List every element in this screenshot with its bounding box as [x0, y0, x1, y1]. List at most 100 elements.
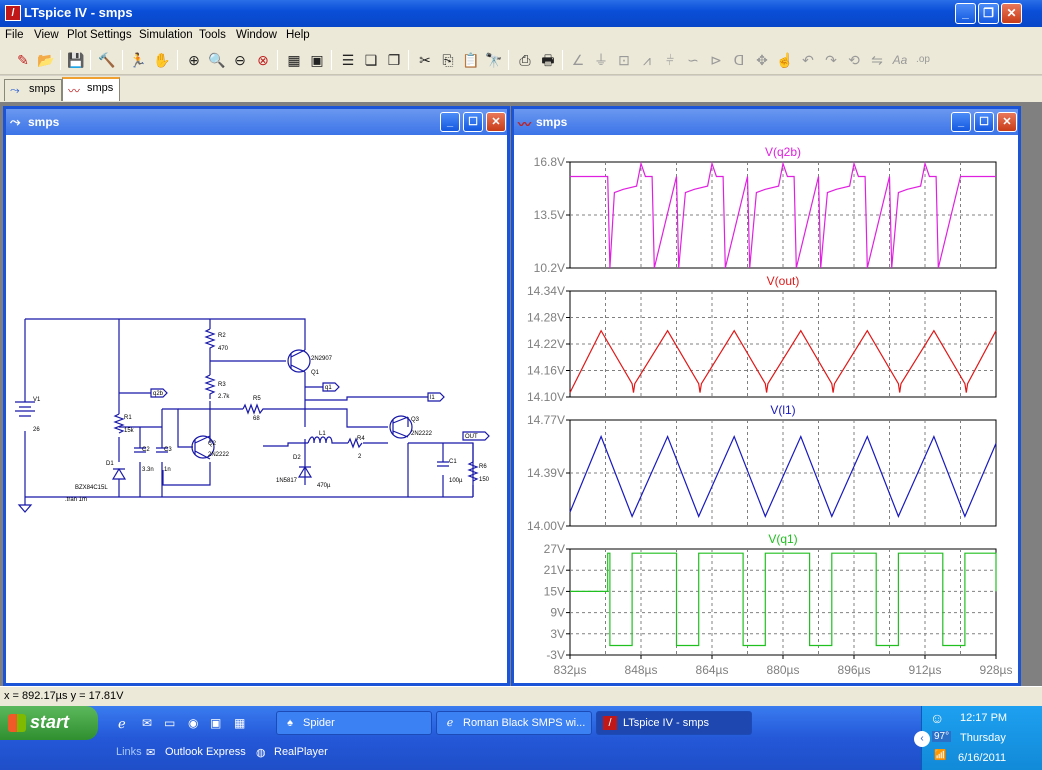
halt-icon[interactable]: ✋: [153, 52, 171, 68]
realplayer-link[interactable]: RealPlayer: [274, 746, 328, 758]
outlook-icon[interactable]: ✉: [142, 716, 153, 730]
ie-icon[interactable]: ℯ: [118, 716, 126, 731]
y-tick-label: 13.5V: [534, 208, 565, 222]
outlook-express-link[interactable]: Outlook Express: [165, 746, 246, 758]
tile-horizontal-icon[interactable]: ☰: [341, 52, 355, 68]
autorange-icon[interactable]: ▦: [287, 52, 301, 68]
clock-time[interactable]: 12:17 PM: [960, 712, 1008, 724]
tab-waveform[interactable]: 〰 smps: [62, 77, 121, 101]
redo-icon[interactable]: ↷: [825, 52, 837, 68]
media-icon[interactable]: ◉: [188, 716, 199, 730]
menu-window[interactable]: Window: [236, 29, 277, 41]
close-button[interactable]: ✕: [1001, 3, 1022, 24]
waveform-minimize-button[interactable]: _: [951, 112, 971, 132]
menu-plot-settings[interactable]: Plot Settings: [67, 29, 132, 41]
zoom-pan-icon[interactable]: 🔍: [208, 52, 226, 68]
outlook-express-icon[interactable]: ✉: [146, 747, 156, 759]
drag-icon[interactable]: ☝: [776, 52, 794, 68]
new-schematic-icon[interactable]: ✎: [17, 52, 29, 68]
schematic-canvas[interactable]: V1 26 R1 15k D1 BZX84C15L C2 3.3n C3 1n …: [6, 135, 507, 683]
cascade-icon[interactable]: ❏: [364, 52, 378, 68]
photo-icon[interactable]: ▣: [210, 716, 222, 730]
waveform-plot-area[interactable]: 16.8V13.5V10.2VV(q2b)14.34V14.28V14.22V1…: [514, 135, 1018, 683]
trace-vout[interactable]: [569, 329, 997, 393]
menu-simulation[interactable]: Simulation: [139, 29, 193, 41]
tab-schematic[interactable]: ⤳ smps: [4, 79, 63, 101]
ground-icon[interactable]: ⏚: [594, 52, 608, 68]
menu-tools[interactable]: Tools: [199, 29, 226, 41]
folder-icon[interactable]: ▭: [164, 716, 176, 730]
minimize-button[interactable]: _: [955, 3, 976, 24]
task-spider[interactable]: ♠ Spider: [276, 711, 432, 735]
grid-icon[interactable]: ▣: [310, 52, 324, 68]
open-folder-icon[interactable]: 📂: [37, 52, 55, 68]
restore-button[interactable]: ❐: [978, 3, 999, 24]
zoom-out-icon[interactable]: ⊖: [234, 52, 246, 68]
paste-icon[interactable]: 📋: [462, 52, 480, 68]
task-ltspice[interactable]: / LTspice IV - smps: [596, 711, 752, 735]
document-tabs: ⤳ smps 〰 smps: [0, 76, 1042, 102]
menu-file[interactable]: File: [5, 29, 24, 41]
tile-vertical-icon[interactable]: ❐: [387, 52, 401, 68]
trace-vq1[interactable]: [570, 552, 997, 647]
label-l1: L1: [319, 431, 326, 437]
x-tick-label: 912µs: [909, 663, 942, 677]
label-v1-value: 26: [33, 427, 40, 433]
inductor-icon[interactable]: ∽: [687, 52, 699, 68]
diode-icon[interactable]: ⊳: [710, 52, 722, 68]
paint-icon[interactable]: ▦: [234, 716, 246, 730]
label-d2-value: 1N5817: [276, 478, 298, 484]
undo-icon[interactable]: ↶: [802, 52, 814, 68]
label-c1-value: 100µ: [449, 478, 463, 484]
wire-icon[interactable]: ∠: [571, 52, 585, 68]
save-icon[interactable]: 💾: [67, 52, 85, 68]
network-icon[interactable]: 📶: [934, 750, 947, 761]
menu-help[interactable]: Help: [286, 29, 310, 41]
spice-directive-icon[interactable]: .op: [916, 54, 930, 65]
task-label: Roman Black SMPS wi...: [463, 717, 586, 729]
component-icon[interactable]: ᗡ: [733, 52, 745, 68]
schematic-icon: ⤳: [10, 83, 20, 97]
trace-vl1[interactable]: [569, 434, 997, 518]
y-tick-label: 3V: [550, 627, 565, 641]
menu-view[interactable]: View: [34, 29, 59, 41]
resistor-icon[interactable]: ⩘: [643, 52, 651, 68]
print-setup-icon[interactable]: ⎙: [519, 52, 531, 68]
schematic-maximize-button[interactable]: ☐: [463, 112, 483, 132]
zoom-fit-icon[interactable]: ⊗: [257, 52, 269, 68]
control-panel-icon[interactable]: 🔨: [98, 52, 116, 68]
waveform-maximize-button[interactable]: ☐: [974, 112, 994, 132]
plot-title[interactable]: V(q1): [768, 532, 797, 546]
move-icon[interactable]: ✥: [756, 52, 768, 68]
plot-title[interactable]: V(q2b): [765, 145, 801, 159]
user-icon[interactable]: ☺: [930, 710, 945, 726]
find-icon[interactable]: 🔭: [485, 52, 503, 68]
task-browser[interactable]: ℯ Roman Black SMPS wi...: [436, 711, 592, 735]
text-icon[interactable]: Aa: [892, 53, 908, 67]
plot-title[interactable]: V(l1): [770, 403, 795, 417]
weather-temp[interactable]: 97°: [932, 731, 952, 742]
zoom-in-icon[interactable]: ⊕: [188, 52, 200, 68]
capacitor-icon[interactable]: ⫩: [665, 52, 675, 68]
trace-vq2b[interactable]: [570, 161, 996, 269]
copy-icon[interactable]: ⎘: [442, 52, 454, 68]
plot-title[interactable]: V(out): [767, 274, 800, 288]
expand-tray-icon[interactable]: ‹: [914, 731, 930, 747]
realplayer-icon[interactable]: ◍: [256, 747, 266, 759]
run-icon[interactable]: 🏃: [129, 52, 147, 68]
waveform-close-button[interactable]: ✕: [997, 112, 1017, 132]
print-icon[interactable]: 🖶: [541, 52, 555, 68]
schematic-close-button[interactable]: ✕: [486, 112, 506, 132]
schematic-minimize-button[interactable]: _: [440, 112, 460, 132]
cut-icon[interactable]: ✂: [419, 52, 431, 68]
rotate-icon[interactable]: ⟲: [848, 52, 860, 68]
label-d2: D2: [293, 455, 301, 461]
start-button[interactable]: start: [0, 706, 98, 740]
mirror-icon[interactable]: ⇋: [871, 52, 883, 68]
waveform-titlebar: 〰 smps _ ☐ ✕: [514, 109, 1018, 135]
label-net-icon[interactable]: ⊡: [618, 52, 630, 68]
